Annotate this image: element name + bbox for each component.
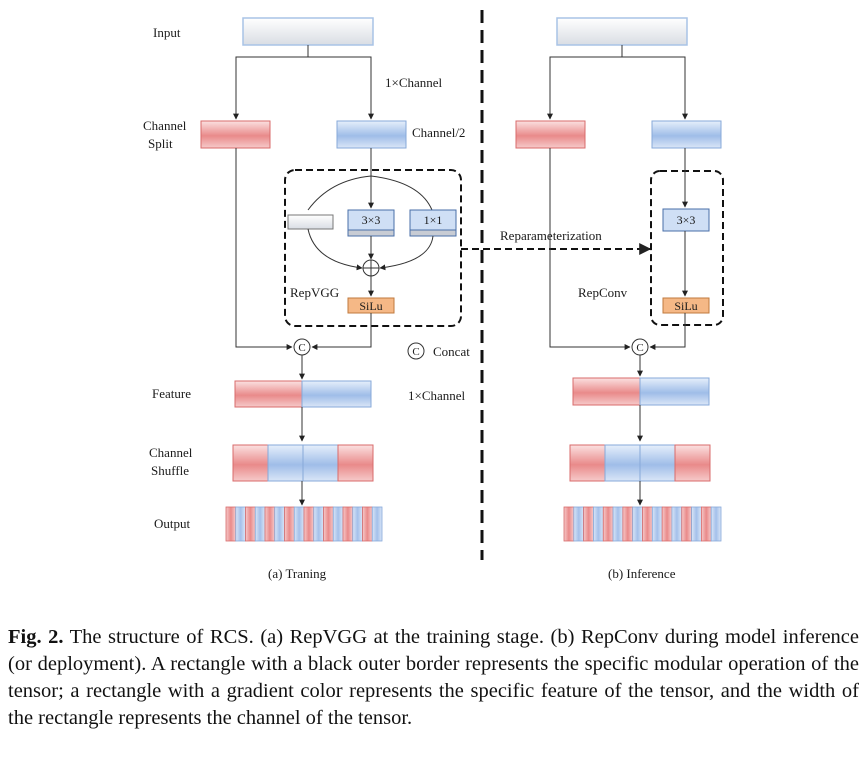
caption-text: The structure of RCS. (a) RepVGG at the … bbox=[8, 626, 859, 729]
label-channel-split-1: Channel bbox=[143, 118, 187, 133]
output-slice bbox=[700, 506, 712, 542]
output-slice bbox=[313, 506, 324, 542]
bn-3x3-box-a bbox=[347, 229, 395, 237]
arrow-identity-to-add bbox=[307, 228, 363, 271]
caption-fig-label: Fig. 2. bbox=[8, 626, 64, 648]
label-channel-half: Channel/2 bbox=[412, 125, 465, 140]
output-slice bbox=[274, 506, 285, 542]
label-repconv: RepConv bbox=[578, 285, 628, 300]
concat-symbol-a: C bbox=[298, 342, 305, 354]
output-slice bbox=[681, 506, 692, 542]
input-tensor-b bbox=[556, 17, 688, 46]
output-slice bbox=[323, 506, 334, 542]
label-1x1: 1×1 bbox=[424, 213, 443, 227]
concat-icon-a: C bbox=[293, 338, 311, 356]
label-output: Output bbox=[154, 516, 191, 531]
output-slice bbox=[342, 506, 354, 542]
output-tensor-b bbox=[563, 506, 722, 542]
split-blue-tensor-b bbox=[651, 120, 722, 149]
label-1x-channel-top: 1×Channel bbox=[385, 75, 443, 90]
split-blue-tensor-a bbox=[336, 120, 407, 149]
arrow-split-right-b bbox=[622, 56, 688, 120]
output-slice bbox=[710, 506, 722, 542]
concat-icon-b: C bbox=[631, 338, 649, 356]
identity-branch-box bbox=[287, 214, 334, 230]
label-sub-a: (a) Traning bbox=[268, 566, 327, 581]
add-icon bbox=[362, 259, 380, 277]
concat-legend-icon: C bbox=[407, 342, 425, 360]
arrow-split-left-a bbox=[233, 45, 309, 120]
label-channel-shuffle-1: Channel bbox=[149, 445, 193, 460]
output-slice bbox=[332, 506, 344, 542]
output-slice bbox=[371, 506, 383, 542]
arrow-silu-to-concat-b bbox=[649, 313, 686, 350]
output-slice bbox=[235, 506, 246, 542]
arrow-split-right-a bbox=[308, 56, 374, 120]
label-3x3-b: 3×3 bbox=[677, 213, 696, 227]
label-repvgg: RepVGG bbox=[290, 285, 339, 300]
shuffle-tensor-a bbox=[232, 444, 374, 482]
output-slice bbox=[352, 506, 363, 542]
conv3x3-box-b bbox=[662, 208, 710, 232]
label-3x3-a: 3×3 bbox=[362, 213, 381, 227]
feature-blue-b bbox=[639, 377, 710, 406]
label-channel-shuffle-2: Shuffle bbox=[151, 463, 189, 478]
output-slice bbox=[593, 506, 604, 542]
feature-red-a bbox=[234, 380, 303, 408]
arrow-silu-to-concat-a bbox=[311, 313, 372, 350]
label-input: Input bbox=[153, 25, 181, 40]
output-slice bbox=[583, 506, 594, 542]
output-slice bbox=[622, 506, 634, 542]
branch-line-1x1 bbox=[370, 175, 433, 211]
output-slice bbox=[671, 506, 683, 542]
label-silu-b: SiLu bbox=[674, 299, 697, 313]
arrow-red-to-concat-a bbox=[235, 148, 293, 350]
feature-red-b bbox=[572, 377, 641, 406]
arrow-1x1-to-add bbox=[379, 235, 434, 271]
label-reparam: Reparameterization bbox=[500, 228, 602, 243]
output-slice bbox=[225, 506, 237, 542]
output-slice bbox=[303, 506, 315, 542]
output-tensor-a bbox=[225, 506, 383, 542]
input-tensor-a bbox=[242, 17, 374, 46]
output-slice bbox=[642, 506, 653, 542]
output-slice bbox=[563, 506, 575, 542]
output-slice bbox=[254, 506, 266, 542]
shuffle-tensor-b bbox=[569, 444, 711, 482]
arrow-split-left-b bbox=[547, 45, 623, 120]
rcs-diagram: Input Channel Split Feature Channel Shuf… bbox=[143, 10, 724, 581]
output-slice bbox=[691, 506, 702, 542]
branch-line-identity bbox=[307, 148, 372, 211]
output-slice bbox=[362, 506, 373, 542]
label-1x-channel-mid: 1×Channel bbox=[408, 388, 466, 403]
output-slice bbox=[264, 506, 276, 542]
figure-caption: Fig. 2. The structure of RCS. (a) RepVGG… bbox=[8, 624, 859, 732]
output-slice bbox=[612, 506, 624, 542]
output-slice bbox=[573, 506, 585, 542]
split-red-tensor-a bbox=[200, 120, 271, 149]
label-channel-split-2: Split bbox=[148, 136, 173, 151]
feature-blue-a bbox=[301, 380, 372, 408]
repconv-block bbox=[650, 170, 724, 326]
label-silu-a: SiLu bbox=[359, 299, 382, 313]
label-concat: Concat bbox=[433, 344, 470, 359]
silu-box-b bbox=[662, 297, 710, 314]
output-slice bbox=[651, 506, 663, 542]
arrow-red-to-concat-b bbox=[549, 148, 631, 350]
output-slice bbox=[632, 506, 643, 542]
concat-legend-symbol: C bbox=[412, 346, 419, 358]
output-slice bbox=[661, 506, 673, 542]
output-slice bbox=[284, 506, 295, 542]
output-slice bbox=[293, 506, 305, 542]
label-feature: Feature bbox=[152, 386, 191, 401]
split-red-tensor-b bbox=[515, 120, 586, 149]
concat-symbol-b: C bbox=[636, 342, 643, 354]
bn-1x1-box bbox=[409, 229, 457, 237]
label-sub-b: (b) Inference bbox=[608, 566, 676, 581]
repvgg-block bbox=[284, 169, 462, 327]
output-slice bbox=[245, 506, 256, 542]
output-slice bbox=[602, 506, 614, 542]
